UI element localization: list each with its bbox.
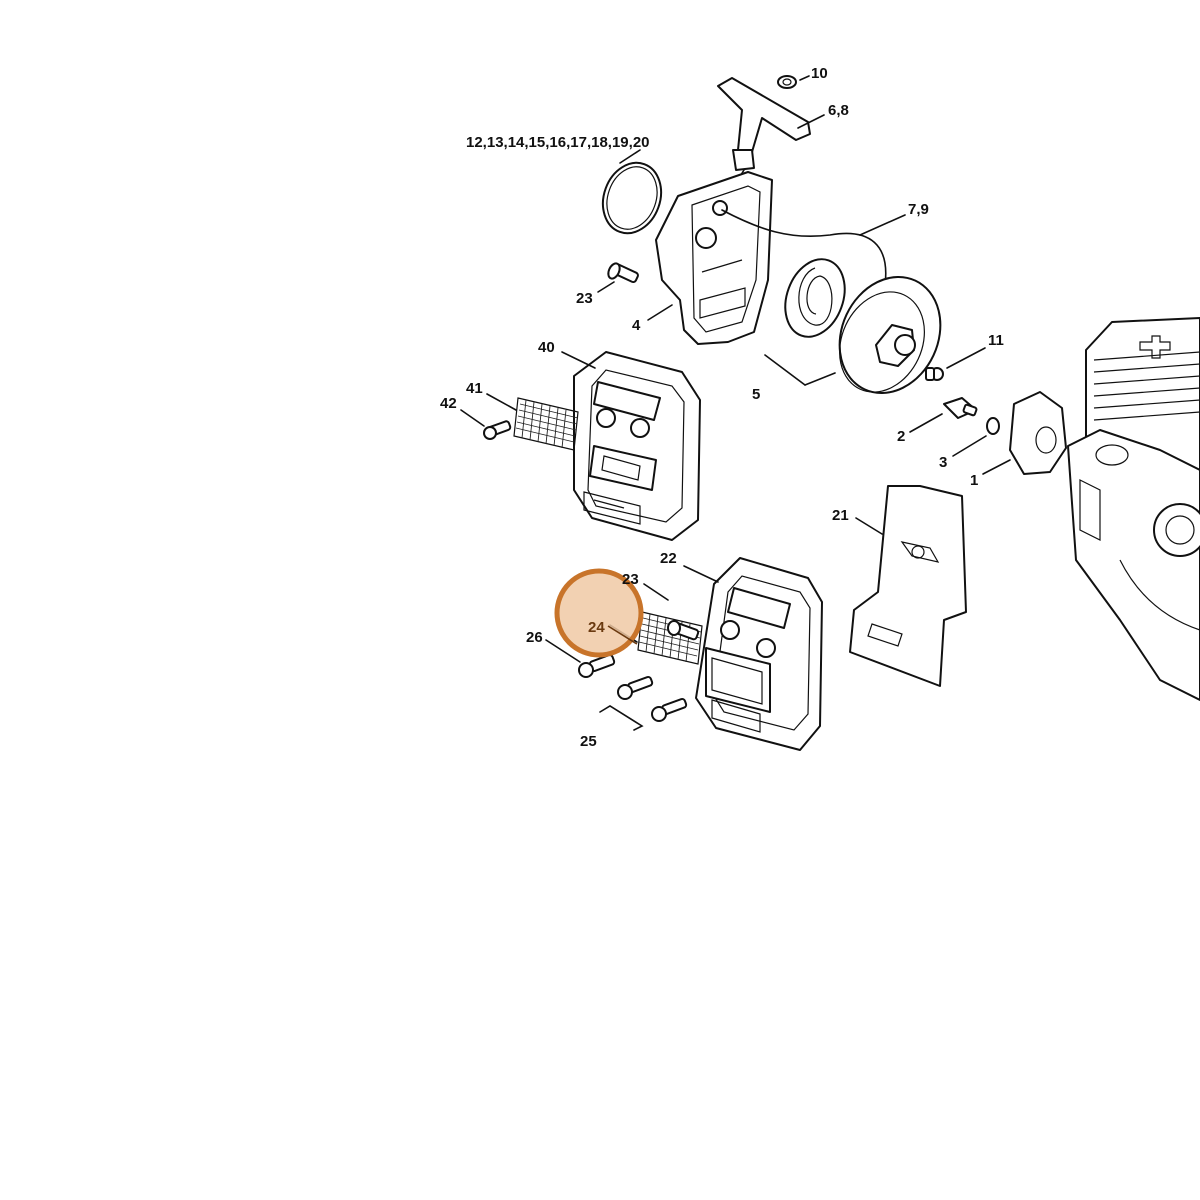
label-12-20[interactable]: 12,13,14,15,16,17,18,19,20 — [466, 134, 650, 151]
label-2[interactable]: 2 — [897, 428, 905, 445]
label-40[interactable]: 40 — [538, 339, 555, 356]
label-21[interactable]: 21 — [832, 507, 849, 524]
screw-11-part — [925, 367, 944, 381]
label-7-9[interactable]: 7,9 — [908, 201, 929, 218]
label-11[interactable]: 11 — [988, 332, 1004, 349]
screw-26-part — [578, 654, 616, 678]
label-5[interactable]: 5 — [752, 386, 760, 403]
o-ring-part — [601, 161, 663, 235]
rewind-spring-part — [784, 258, 846, 338]
heat-shield-part — [849, 485, 967, 687]
muffler-22-part — [695, 557, 823, 751]
engine-part — [1067, 317, 1200, 701]
screw-23-lower-part — [667, 620, 700, 641]
label-41[interactable]: 41 — [466, 380, 483, 397]
label-22[interactable]: 22 — [660, 550, 677, 567]
label-1[interactable]: 1 — [970, 472, 978, 489]
ignition-part — [1009, 391, 1067, 475]
cap-part — [777, 75, 797, 89]
screen-41-part — [513, 397, 579, 451]
rope-rotor-part — [838, 275, 942, 395]
highlight-leader — [607, 625, 638, 645]
screw-23-upper-part — [607, 262, 639, 284]
label-4[interactable]: 4 — [632, 317, 641, 334]
label-10[interactable]: 10 — [811, 65, 828, 82]
label-3[interactable]: 3 — [939, 454, 947, 471]
label-25[interactable]: 25 — [580, 733, 597, 750]
label-23-upper[interactable]: 23 — [576, 290, 593, 307]
fitting-part — [943, 397, 978, 419]
label-42[interactable]: 42 — [440, 395, 457, 412]
screw-25a-part — [617, 675, 654, 700]
screw-25b-part — [651, 697, 688, 722]
label-26[interactable]: 26 — [526, 629, 543, 646]
fan-housing-part — [655, 171, 773, 345]
label-23-lower[interactable]: 23 — [622, 571, 639, 588]
label-6-8[interactable]: 6,8 — [828, 102, 849, 119]
callout-labels: 10 6,8 12,13,14,15,16,17,18,19,20 7,9 23… — [440, 65, 1004, 750]
muffler-40-part — [573, 351, 701, 541]
label-24[interactable]: 24 — [588, 619, 605, 636]
screw-42-part — [483, 420, 512, 440]
washer-part — [986, 417, 1000, 435]
